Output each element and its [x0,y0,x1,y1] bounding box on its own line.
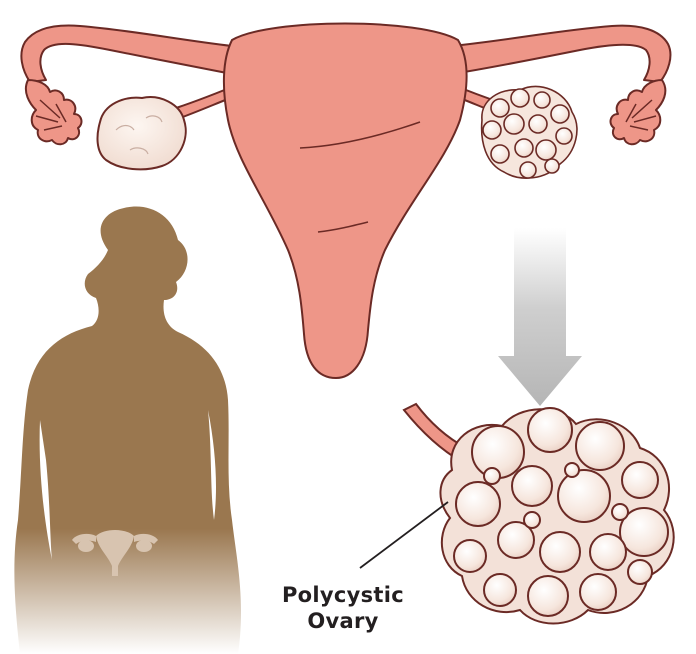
uterus-body [224,24,467,379]
right-fallopian-tube [452,26,670,82]
polycystic-ovary-label: Polycystic Ovary [268,582,418,634]
woman-silhouette [14,206,241,654]
enlarged-ovary [404,404,674,624]
left-fallopian-tube [21,26,232,82]
label-leader-line [360,502,448,568]
normal-ovary [98,97,186,169]
label-line-1: Polycystic [268,582,418,608]
label-line-2: Ovary [268,608,418,634]
polycystic-ovary [482,86,577,178]
down-arrow [498,228,582,406]
